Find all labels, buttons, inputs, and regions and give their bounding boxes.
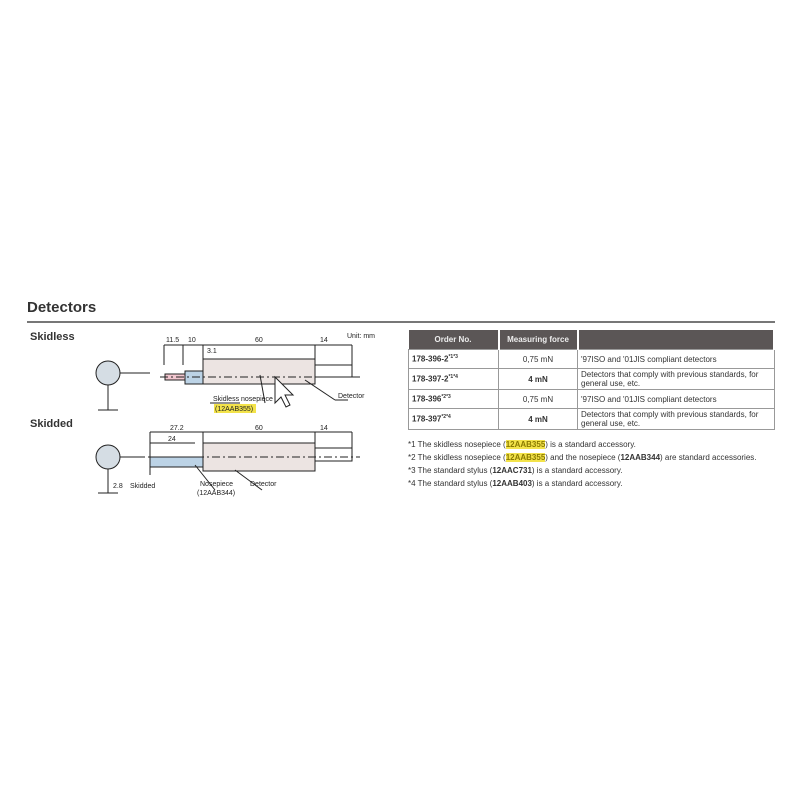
part-code: 12AAB403	[492, 479, 532, 488]
spec-table: Order No. Measuring force 178-396-2*1*3 …	[408, 330, 775, 430]
note-text: ) is a standard accessory.	[531, 479, 623, 488]
section-title: Detectors	[27, 299, 97, 316]
order-no: 178-396	[412, 394, 442, 404]
order-no: 178-396-2	[412, 354, 449, 364]
skidded-label: Skidded	[30, 418, 73, 430]
order-no: 178-397-2	[412, 374, 449, 384]
dim-label: 60	[255, 425, 263, 432]
part-code: 12AAB355	[505, 440, 546, 449]
description: Detectors that comply with previous stan…	[577, 408, 775, 430]
footnote-ref: *1*3	[448, 354, 458, 361]
note-text: ) is a standard accessory.	[531, 466, 623, 475]
footnote-ref: *2*4	[441, 414, 451, 421]
skidless-detector-label: Detector	[338, 393, 365, 400]
dim-label: 2.8	[113, 483, 123, 490]
note-text: ) and the nosepiece (	[545, 453, 621, 462]
note-text: ) are standard accessories.	[660, 453, 757, 462]
title-divider	[27, 321, 775, 323]
dim-label: 14	[320, 425, 328, 432]
unit-label: Unit: mm	[347, 333, 375, 340]
dim-label: 14	[320, 337, 328, 344]
skidded-detector-label: Detector	[250, 481, 277, 488]
detector-drawings: 11.5 10 60 14 3.1 Unit: mm Skidless nose…	[95, 333, 375, 497]
mouse-cursor-icon	[274, 375, 295, 408]
measuring-force: 4 mN	[498, 368, 578, 390]
header-measuring-force: Measuring force	[498, 330, 579, 350]
skidded-nosepiece-code: (12AAB344)	[197, 490, 235, 497]
dim-label: 24	[168, 436, 176, 443]
skidded-nosepiece-label: Nosepiece	[200, 481, 233, 488]
description: '97ISO and '01JIS compliant detectors	[577, 389, 775, 409]
part-code: 12AAC731	[492, 466, 532, 475]
header-order-no: Order No.	[408, 330, 500, 350]
dim-label: 3.1	[207, 348, 217, 355]
table-row: 178-396-2*1*3 0,75 mN '97ISO and '01JIS …	[408, 349, 775, 369]
note-text: ) is a standard accessory.	[545, 440, 636, 449]
part-code: 12AAB344	[620, 453, 661, 462]
skidded-end-view	[95, 444, 121, 470]
order-no: 178-397	[412, 414, 442, 424]
dim-label: 10	[188, 337, 196, 344]
skid-label: Skidded	[130, 483, 155, 490]
description: Detectors that comply with previous stan…	[577, 368, 775, 390]
measuring-force: 0,75 mN	[498, 349, 578, 369]
description: '97ISO and '01JIS compliant detectors	[577, 349, 775, 369]
skidless-detector-body	[202, 358, 316, 385]
header-description	[577, 330, 775, 350]
dim-label: 60	[255, 337, 263, 344]
dim-label: 11.5	[166, 337, 179, 344]
measuring-force: 0,75 mN	[498, 389, 578, 409]
table-row: 178-396*2*3 0,75 mN '97ISO and '01JIS co…	[408, 389, 775, 409]
footnote-1: *1 The skidless nosepiece (12AAB355) is …	[408, 438, 757, 451]
skidless-nosepiece-label: Skidless nosepiece	[213, 396, 273, 403]
table-row: 178-397*2*4 4 mN Detectors that comply w…	[408, 408, 775, 430]
skidless-nosepiece-code: (12AAB355)	[215, 406, 253, 413]
part-code: 12AAB355	[505, 453, 546, 462]
note-text: *2 The skidless nosepiece (	[408, 453, 506, 462]
footnotes: *1 The skidless nosepiece (12AAB355) is …	[408, 438, 757, 490]
table-header-row: Order No. Measuring force	[408, 330, 775, 350]
footnote-ref: *1*4	[448, 374, 458, 381]
table-row: 178-397-2*1*4 4 mN Detectors that comply…	[408, 368, 775, 390]
note-text: *3 The standard stylus (	[408, 466, 493, 475]
footnote-ref: *2*3	[441, 394, 451, 401]
measuring-force: 4 mN	[498, 408, 578, 430]
skidless-end-view	[95, 360, 121, 386]
note-text: *4 The standard stylus (	[408, 479, 493, 488]
note-text: *1 The skidless nosepiece (	[408, 440, 506, 449]
dim-label: 27.2	[170, 425, 184, 432]
skidless-label: Skidless	[30, 331, 75, 343]
footnote-4: *4 The standard stylus (12AAB403) is a s…	[408, 477, 757, 490]
footnote-2: *2 The skidless nosepiece (12AAB355) and…	[408, 451, 757, 464]
footnote-3: *3 The standard stylus (12AAC731) is a s…	[408, 464, 757, 477]
